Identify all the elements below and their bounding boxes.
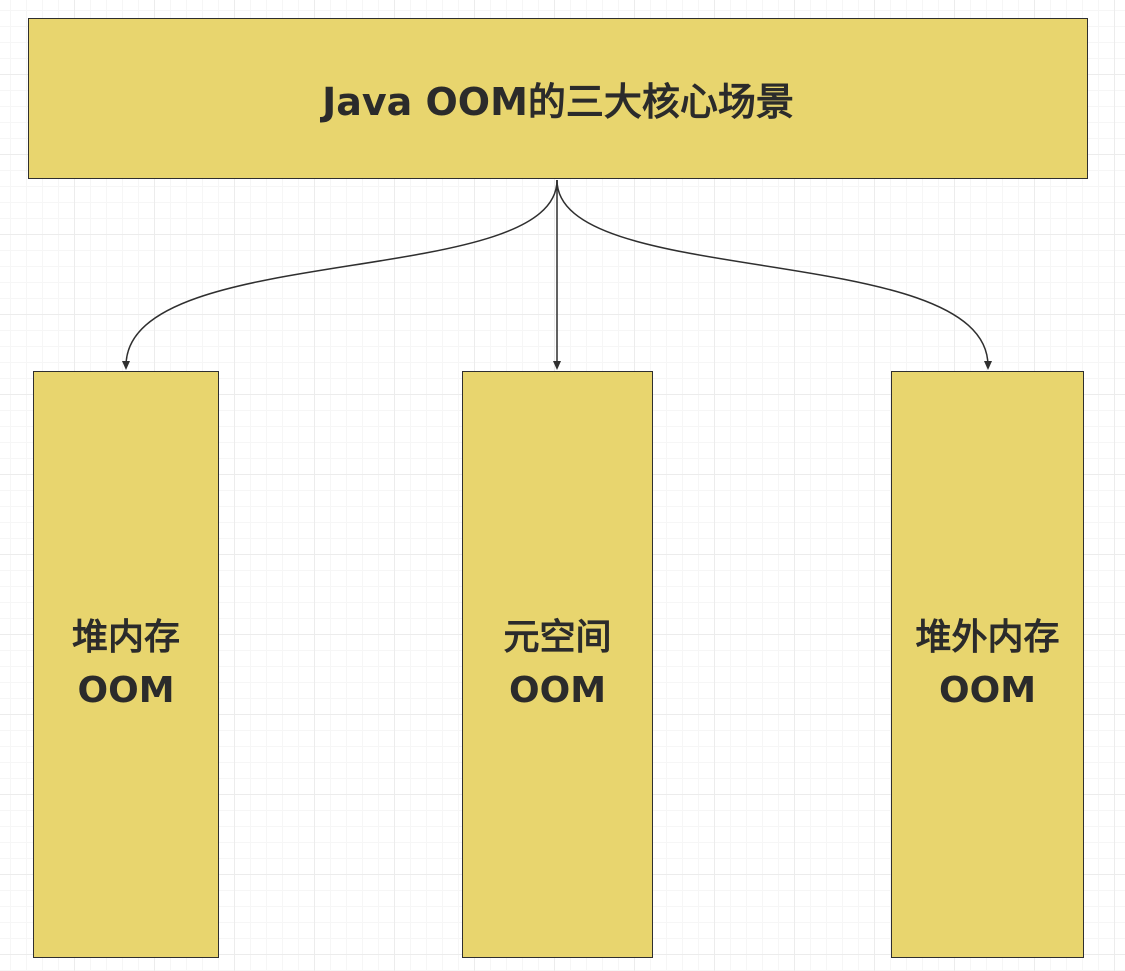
- metaspace-oom-label-line2: OOM: [508, 669, 607, 711]
- root-node: Java OOM的三大核心场景: [28, 18, 1088, 179]
- offheap-oom-node: 堆外内存 OOM: [891, 371, 1084, 958]
- offheap-oom-label-line1: 堆外内存: [915, 617, 1060, 659]
- offheap-oom-label-line2: OOM: [938, 669, 1037, 711]
- metaspace-oom-label-line1: 元空间: [503, 617, 612, 659]
- arrow-to-heap: [122, 179, 558, 370]
- arrow-to-offheap: [556, 179, 992, 370]
- heap-oom-node: 堆内存 OOM: [33, 371, 219, 958]
- heap-oom-label-line2: OOM: [77, 669, 175, 711]
- root-node-label: Java OOM的三大核心场景: [322, 80, 794, 124]
- heap-oom-label-line1: 堆内存: [71, 617, 180, 659]
- metaspace-oom-node: 元空间 OOM: [462, 371, 653, 958]
